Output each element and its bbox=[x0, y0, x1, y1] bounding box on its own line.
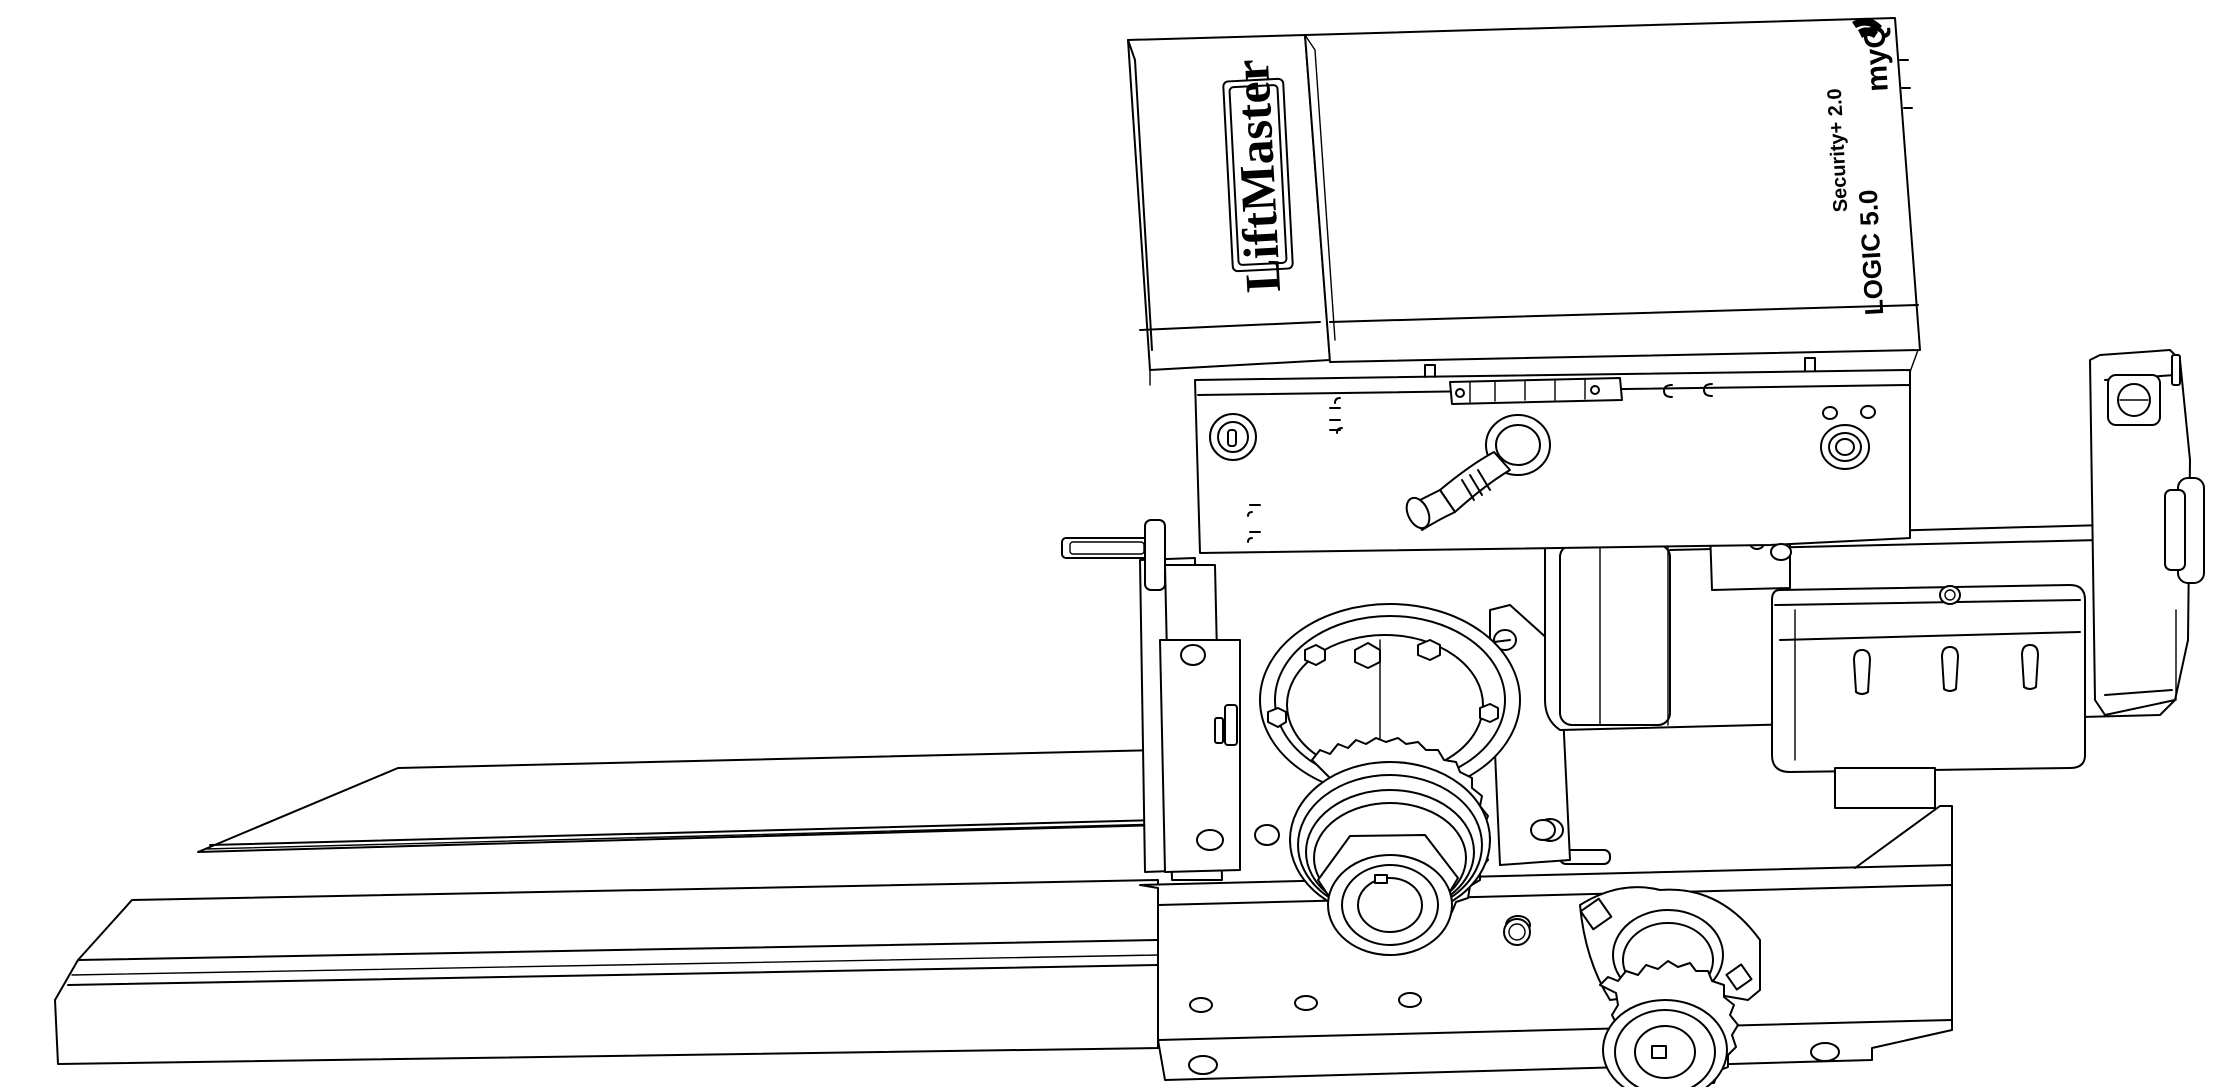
control-box-cover: LiftMaster LOGIC 5.0 Security+ 2.0 myQ bbox=[1127, 17, 1921, 386]
upper-rail bbox=[197, 749, 1161, 853]
lower-rail bbox=[54, 879, 1159, 1065]
capacitor-housing bbox=[1709, 527, 2086, 809]
main-sprocket-assembly bbox=[1254, 603, 1556, 956]
brand-label: LiftMaster bbox=[1223, 58, 1291, 294]
wifi-icon bbox=[1852, 17, 1882, 38]
output-sprocket-assembly bbox=[1579, 886, 1761, 1087]
model-label: LOGIC 5.0 bbox=[1853, 189, 1890, 316]
lower-enclosure bbox=[1194, 357, 1911, 561]
side-frame bbox=[1061, 519, 1241, 881]
